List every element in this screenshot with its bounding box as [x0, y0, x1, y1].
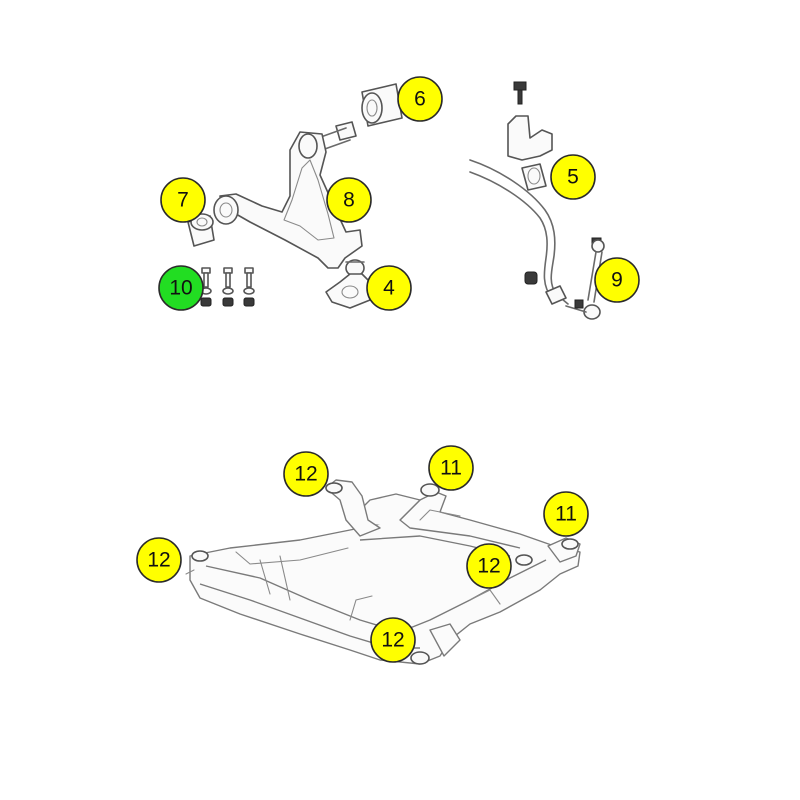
callout-12-left: 12 [136, 537, 182, 583]
callout-10: 10 [158, 265, 204, 311]
bolt-kit-drawing [200, 267, 255, 307]
callout-12-left-circle [136, 537, 182, 583]
callout-11-top: 11 [428, 445, 474, 491]
callout-6: 6 [397, 76, 443, 122]
callout-6-circle [397, 76, 443, 122]
callout-11-right: 11 [543, 491, 589, 537]
callout-8: 8 [326, 177, 372, 223]
callout-11-top-circle [428, 445, 474, 491]
callout-10-label: 10 [169, 277, 192, 300]
stabilizer-bar-drawing [469, 81, 605, 320]
callout-4-circle [366, 265, 412, 311]
callout-9-label: 9 [611, 269, 623, 292]
subframe-drawing [185, 479, 581, 665]
callout-12-bottom: 12 [370, 617, 416, 663]
callout-5-label: 5 [567, 166, 579, 189]
callout-11-right-circle [543, 491, 589, 537]
callout-12-top-left-label: 12 [294, 463, 317, 486]
callout-12-middle-right: 12 [466, 543, 512, 589]
callout-6-label: 6 [414, 88, 426, 111]
callout-10-circle [158, 265, 204, 311]
callout-7-label: 7 [177, 189, 189, 212]
callout-12-top-left-circle [283, 451, 329, 497]
callout-11-right-label: 11 [555, 503, 577, 526]
callout-12-bottom-label: 12 [381, 629, 404, 652]
control-arm-drawing [187, 83, 403, 309]
callout-12-middle-right-circle [466, 543, 512, 589]
callout-8-label: 8 [343, 189, 355, 212]
callout-8-circle [326, 177, 372, 223]
callout-7-circle [160, 177, 206, 223]
callout-5: 5 [550, 154, 596, 200]
callout-5-circle [550, 154, 596, 200]
callout-4: 4 [366, 265, 412, 311]
callout-12-middle-right-label: 12 [477, 555, 500, 578]
callout-12-bottom-circle [370, 617, 416, 663]
callout-9-circle [594, 257, 640, 303]
callout-4-label: 4 [383, 277, 395, 300]
callout-9: 9 [594, 257, 640, 303]
callout-7: 7 [160, 177, 206, 223]
callout-12-top-left: 12 [283, 451, 329, 497]
callout-11-top-label: 11 [440, 457, 462, 480]
callout-12-left-label: 12 [147, 549, 170, 572]
